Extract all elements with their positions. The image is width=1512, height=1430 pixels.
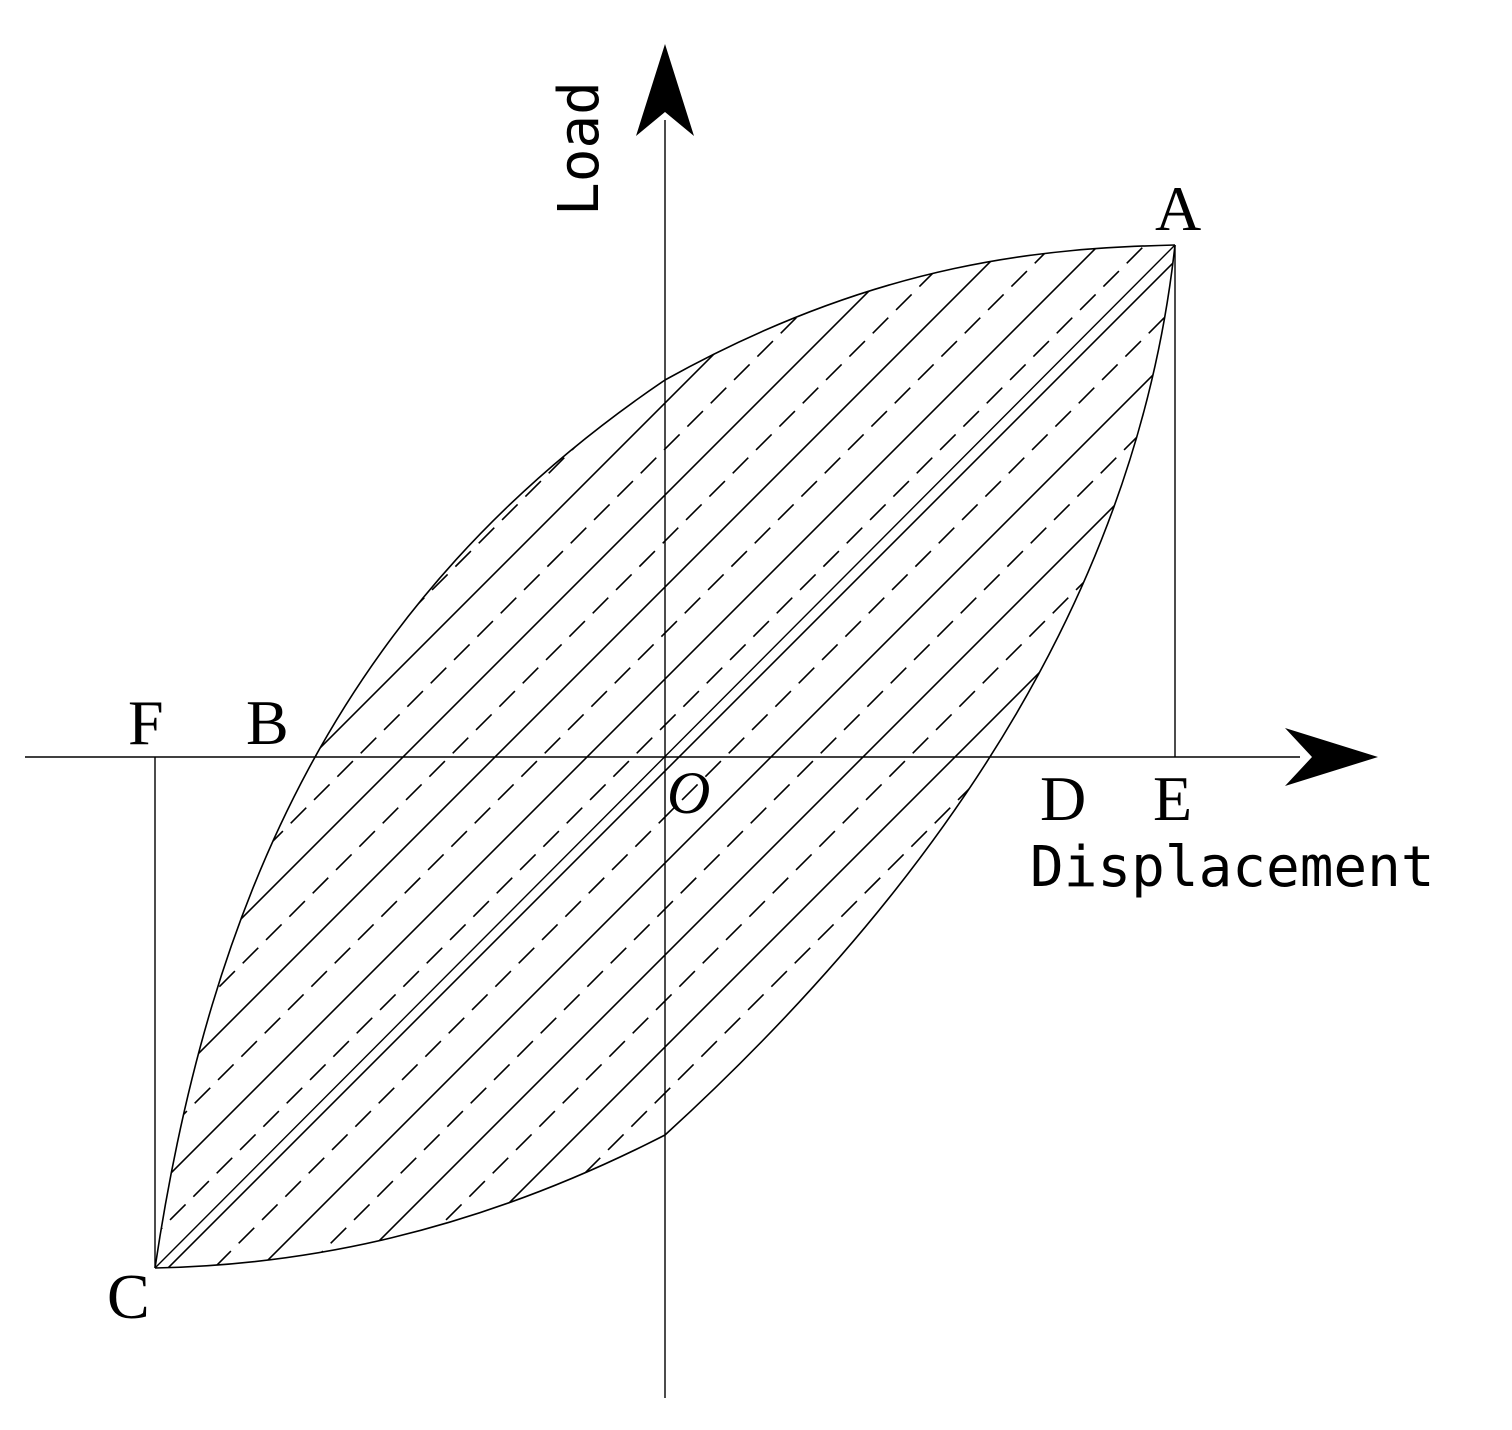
hatch-line-dashed [155, 245, 1115, 1268]
hatch-line-dashed [787, 245, 1175, 1268]
unloading-curve [154, 244, 1176, 1269]
hatch-line-dashed [603, 245, 1175, 1268]
hatch-line-solid [465, 245, 1175, 1268]
hatch-line-dashed [235, 245, 1175, 1268]
hatch-line-solid [155, 245, 1161, 1268]
hatch-line-solid [281, 245, 1175, 1268]
hatch-line-dashed [155, 245, 1175, 1268]
hatch-line-dashed [695, 245, 1175, 1268]
hatch-line-dashed [155, 245, 1175, 1268]
loading-curve [154, 244, 1176, 1269]
hatch-line-solid [189, 245, 1175, 1268]
point-label-A: A [1155, 173, 1201, 244]
hatch-line-solid [155, 245, 1175, 1268]
y-axis-title: Load [547, 81, 612, 216]
hatch-line-dashed [155, 245, 747, 1268]
point-label-E: E [1153, 763, 1192, 834]
hatch-line-solid [155, 245, 1175, 1268]
hatch-line-solid [155, 245, 1175, 1268]
point-label-C: C [107, 1261, 150, 1332]
hatch-line-solid [741, 245, 1175, 1268]
hatch-line-dashed [155, 245, 839, 1268]
hatch-line-dashed [155, 245, 1175, 1268]
hatch-line-solid [557, 245, 1175, 1268]
hatch-line-solid [155, 245, 1069, 1268]
x-axis-arrowhead [1285, 728, 1378, 786]
hatch-line-solid [155, 245, 1175, 1268]
hatch-line-dashed [327, 245, 1175, 1268]
origin-label: O [667, 760, 710, 826]
point-label-D: D [1040, 763, 1086, 834]
y-axis-arrowhead [636, 44, 694, 136]
hatch-line-dashed [155, 245, 1175, 1268]
point-label-F: F [128, 687, 164, 758]
hatch-line-dashed [155, 245, 1175, 1268]
point-label-B: B [246, 687, 289, 758]
hatch-line-solid [155, 245, 793, 1268]
hatch-line-solid [649, 245, 1175, 1268]
hatch-line-dashed [511, 245, 1175, 1268]
hatch-line-solid [373, 245, 1175, 1268]
x-axis-title: Displacement [1030, 835, 1435, 900]
